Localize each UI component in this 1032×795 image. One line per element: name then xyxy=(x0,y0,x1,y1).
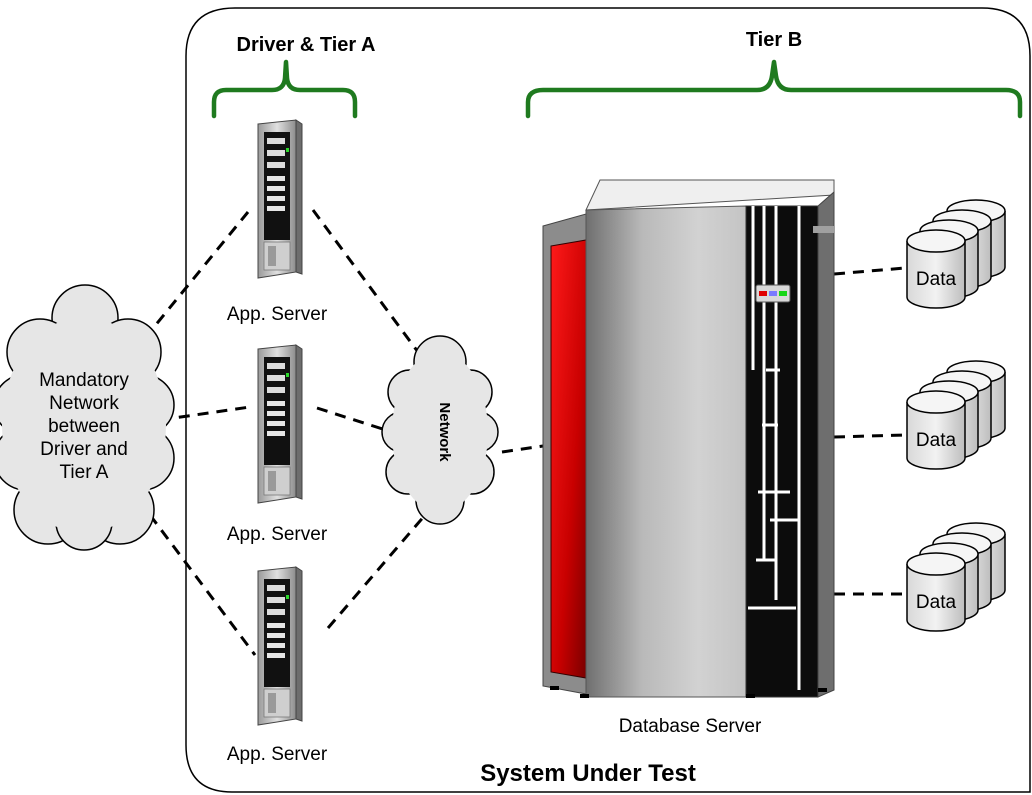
network-cloud: Network xyxy=(381,335,499,525)
app-server-1-label: App. Server xyxy=(227,304,328,325)
data-store-3 xyxy=(906,522,1006,632)
database-server xyxy=(542,179,835,698)
data-store-2-label: Data xyxy=(916,430,957,451)
tier-b-brace xyxy=(525,59,1023,119)
mandatory-network-cloud: Mandatory Network between Driver and Tie… xyxy=(0,284,175,551)
mandatory-network-line-4: Driver and xyxy=(40,439,128,460)
database-red-panel xyxy=(550,239,587,679)
app-server-1 xyxy=(257,119,303,279)
data-store-2 xyxy=(906,360,1006,470)
mandatory-network-line-2: Network xyxy=(49,393,119,414)
mandatory-network-line-3: between xyxy=(48,416,120,437)
data-store-3-label: Data xyxy=(916,592,957,613)
system-under-test-boundary xyxy=(185,7,1031,793)
network-label: Network xyxy=(436,402,453,462)
data-store-1-label: Data xyxy=(916,269,957,290)
app-server-2-label: App. Server xyxy=(227,524,328,545)
system-under-test-title: System Under Test xyxy=(480,760,696,787)
tier-a-brace xyxy=(211,59,358,119)
network-connections xyxy=(143,209,906,656)
tier-b-title: Tier B xyxy=(746,29,802,51)
mandatory-network-line-5: Tier A xyxy=(60,462,109,483)
app-server-2 xyxy=(257,344,303,504)
app-server-3 xyxy=(257,566,303,726)
data-store-1 xyxy=(906,199,1006,309)
tier-a-title: Driver & Tier A xyxy=(237,34,376,56)
app-server-3-label: App. Server xyxy=(227,744,328,765)
mandatory-network-line-1: Mandatory xyxy=(39,370,129,391)
database-server-label: Database Server xyxy=(619,716,762,737)
